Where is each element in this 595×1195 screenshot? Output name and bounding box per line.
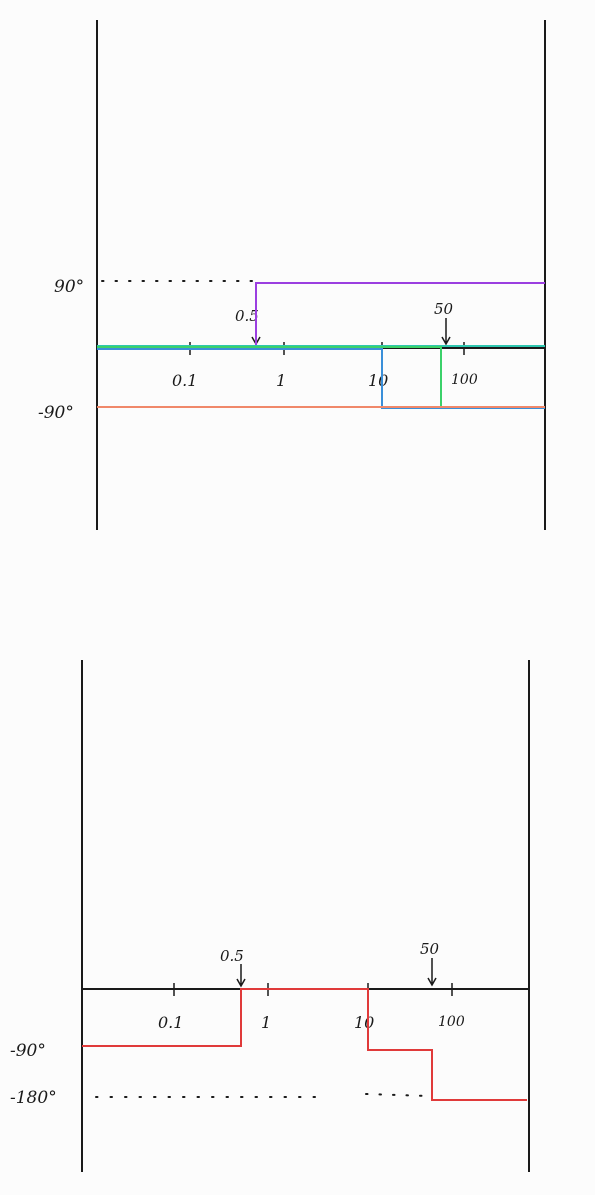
bottom-arrow-0.5 [236,964,246,988]
top-x-label-10: 10 [368,371,388,390]
bottom-x-label-100: 100 [438,1014,465,1030]
bottom-phase-plot: 0.1 1 10 100 -90° -180° 0.5 50 [10,660,530,1172]
bottom-dotted-guide-180-right [365,1093,429,1097]
bottom-x-label-0.1: 0.1 [158,1013,183,1032]
bottom-annotation-0.5: 0.5 [220,947,244,965]
bottom-x-label-1: 1 [261,1013,271,1032]
top-annotation-50: 50 [434,300,454,318]
bottom-y-label-neg180: -180° [10,1088,57,1108]
top-phase-plot: 0.1 1 10 100 90° -90° 0.5 50 [38,20,546,530]
top-arrow-50 [441,318,451,346]
bottom-series-red [82,988,527,1101]
bottom-x-label-10: 10 [354,1013,374,1032]
bottom-arrow-50 [427,958,437,987]
top-y-label-neg90: -90° [38,403,74,423]
top-series-green [97,346,545,408]
bottom-annotation-50: 50 [420,940,440,958]
top-x-label-0.1: 0.1 [172,371,197,390]
top-annotation-0.5: 0.5 [235,307,259,325]
top-series-purple [97,282,545,348]
bottom-y-label-neg90: -90° [10,1041,46,1061]
top-series-blue [97,348,545,409]
top-x-label-1: 1 [276,371,286,390]
top-x-label-100: 100 [451,372,478,388]
top-y-label-90: 90° [54,277,84,297]
